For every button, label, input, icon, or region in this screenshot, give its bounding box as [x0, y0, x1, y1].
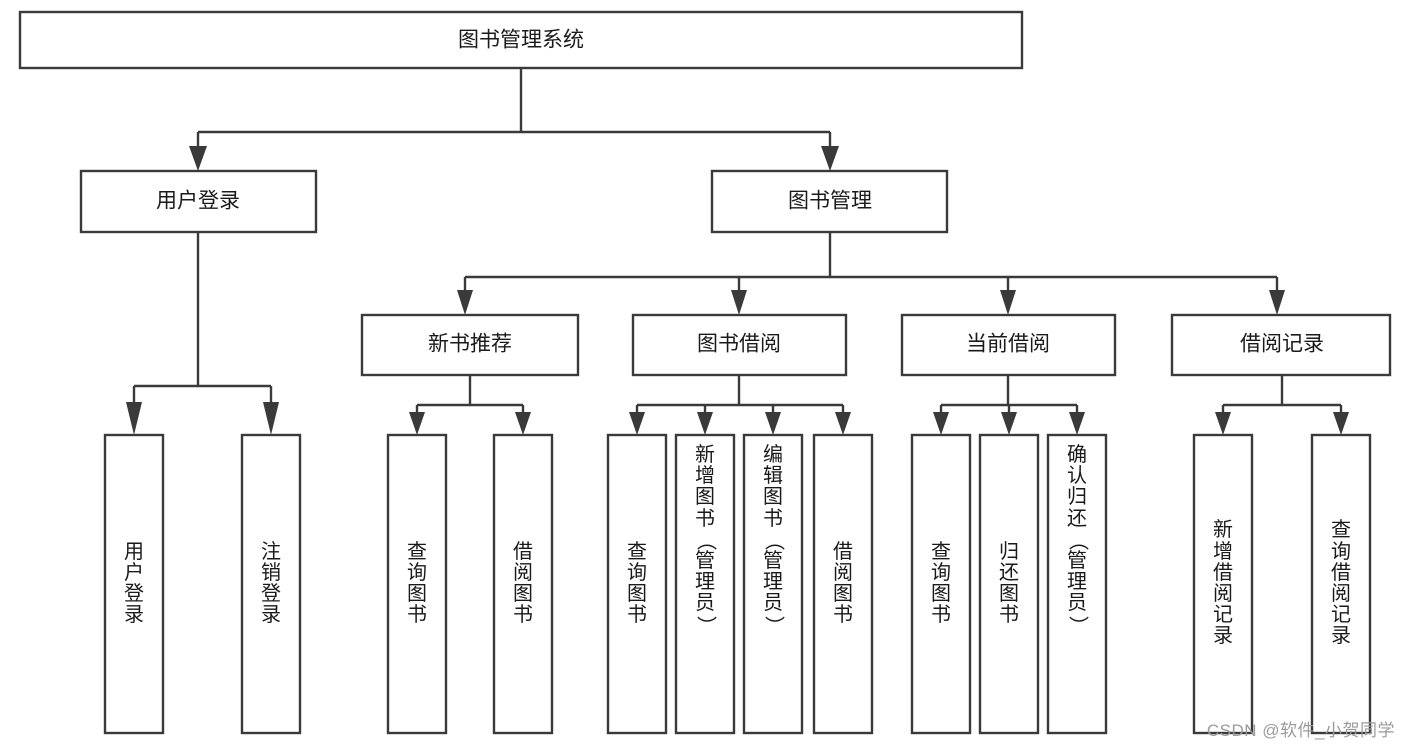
connector-book-borrow-to-leaves [629, 375, 851, 435]
node-user-login[interactable]: 用户登录 [79, 169, 318, 234]
leaf-box-user-login-1[interactable] [103, 433, 165, 735]
node-user-login-label: 用户登录 [156, 190, 240, 213]
connector-user-login-to-leaves [126, 232, 279, 435]
arrow-head-current-borrow-leaf-2 [1001, 412, 1017, 435]
connector-root-to-level2 [189, 68, 839, 171]
leaf-box-borrow-record-1[interactable] [1192, 433, 1254, 735]
leaf-box-new-book-2[interactable] [492, 433, 554, 735]
node-borrow-record-label: 借阅记录 [1240, 333, 1324, 356]
node-book-borrow-label: 图书借阅 [697, 333, 781, 356]
leaf-box-book-borrow-3[interactable] [742, 433, 804, 735]
arrow-head-current-borrow-leaf-3 [1069, 412, 1085, 435]
node-book-manage-rect[interactable] [710, 169, 949, 234]
watermark-text: CSDN @软件_小贺同学 [1206, 721, 1395, 740]
arrow-head-to-user-login [189, 146, 207, 171]
node-borrow-record[interactable]: 借阅记录 [1170, 313, 1392, 377]
node-book-borrow-rect[interactable] [631, 313, 848, 377]
node-root-label: 图书管理系统 [458, 29, 584, 52]
node-new-book-recommend-label: 新书推荐 [428, 333, 512, 356]
node-book-borrow[interactable]: 图书借阅 [631, 313, 848, 377]
node-root[interactable]: 图书管理系统 [18, 10, 1024, 70]
arrow-head-user-login-leaf-1 [126, 402, 142, 435]
leaf-box-user-login-2[interactable] [240, 433, 302, 735]
node-new-book-recommend[interactable]: 新书推荐 [360, 313, 580, 377]
arrow-head-user-login-leaf-2 [263, 402, 279, 435]
leaf-box-book-borrow-4[interactable] [812, 433, 874, 735]
node-current-borrow-rect[interactable] [900, 313, 1117, 377]
arrow-head-book-borrow-leaf-4 [835, 412, 851, 435]
node-root-rect[interactable] [18, 10, 1024, 70]
node-current-borrow-label: 当前借阅 [966, 333, 1050, 356]
leaf-box-book-borrow-2[interactable] [674, 433, 736, 735]
leaf-box-book-borrow-1[interactable] [606, 433, 668, 735]
node-borrow-record-rect[interactable] [1170, 313, 1392, 377]
arrow-head-new-book-leaf-2 [515, 412, 531, 435]
arrow-head-to-book-borrow [731, 290, 747, 315]
connector-borrow-record-to-leaves [1215, 375, 1349, 435]
arrow-head-book-borrow-leaf-3 [765, 412, 781, 435]
arrow-head-to-borrow-record [1269, 290, 1285, 315]
arrow-head-current-borrow-leaf-1 [933, 412, 949, 435]
leaf-box-new-book-1[interactable] [386, 433, 448, 735]
arrow-head-to-current-borrow [1000, 290, 1016, 315]
connector-current-borrow-to-leaves [933, 375, 1085, 435]
node-user-login-rect[interactable] [79, 169, 318, 234]
connector-book-manage-to-level3 [457, 232, 1285, 315]
arrow-head-book-borrow-leaf-2 [697, 412, 713, 435]
leaf-box-current-borrow-3[interactable] [1046, 433, 1108, 735]
node-current-borrow[interactable]: 当前借阅 [900, 313, 1117, 377]
arrow-head-book-borrow-leaf-1 [629, 412, 645, 435]
arrow-head-borrow-record-leaf-2 [1333, 412, 1349, 435]
node-book-manage-label: 图书管理 [788, 190, 872, 213]
connector-new-book-to-leaves [409, 375, 531, 435]
leaf-box-current-borrow-2[interactable] [978, 433, 1040, 735]
node-book-manage[interactable]: 图书管理 [710, 169, 949, 234]
arrow-head-new-book-leaf-1 [409, 412, 425, 435]
leaf-box-current-borrow-1[interactable] [910, 433, 972, 735]
node-new-book-recommend-rect[interactable] [360, 313, 580, 377]
arrow-head-to-new-book [457, 290, 473, 315]
arrow-head-to-book-manage [821, 146, 839, 171]
leaf-box-borrow-record-2[interactable] [1310, 433, 1372, 735]
arrow-head-borrow-record-leaf-1 [1215, 412, 1231, 435]
